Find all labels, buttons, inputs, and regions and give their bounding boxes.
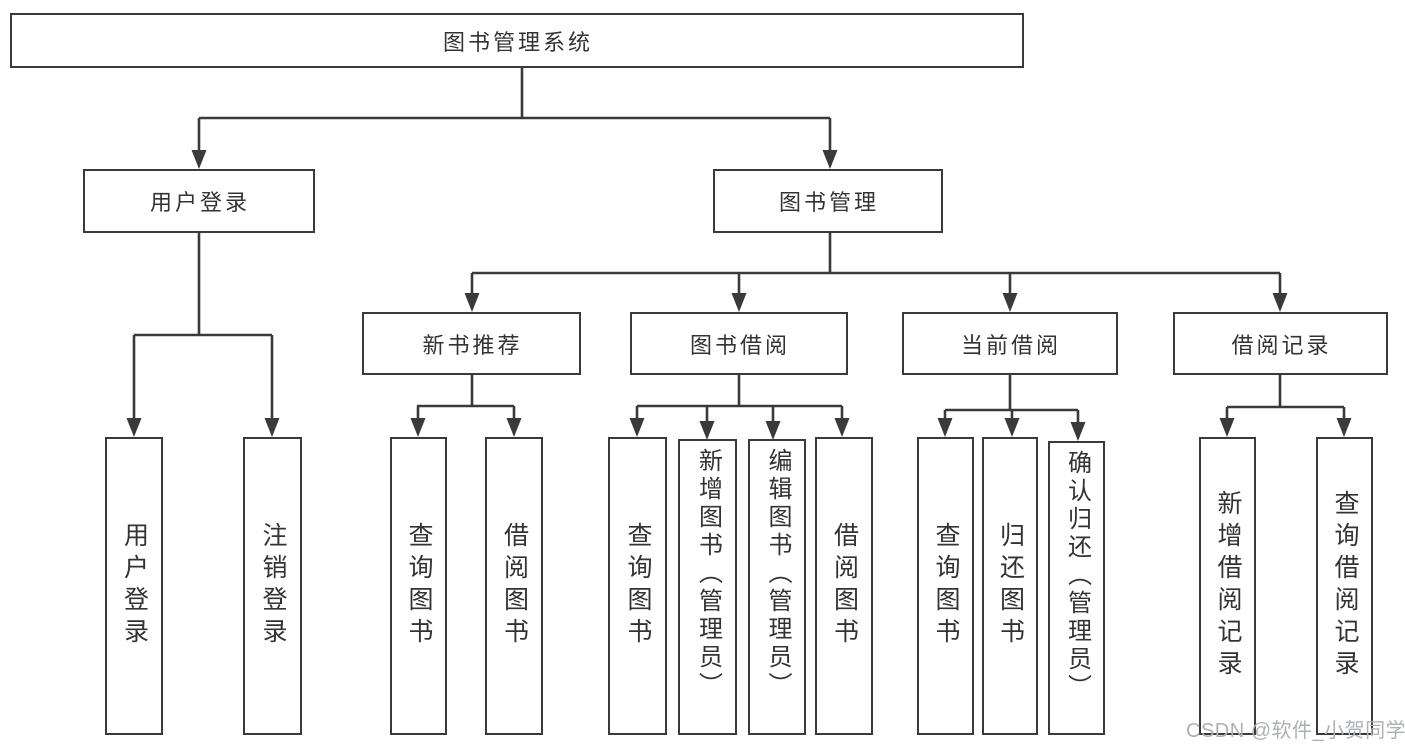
leaf-label: 借阅图书	[500, 522, 529, 650]
node-borrowing-records: 借阅记录	[1173, 312, 1388, 375]
leaf-label: 新增图书（管理员）	[694, 448, 722, 700]
leaf-add-borrow-record: 新增借阅记录	[1199, 437, 1256, 735]
leaf-label: 用户登录	[120, 522, 149, 650]
leaf-label: 新增借阅记录	[1214, 490, 1242, 682]
node-label: 借阅记录	[1231, 332, 1332, 358]
leaf-return-books: 归还图书	[982, 437, 1038, 735]
watermark: CSDN @软件_小贺同学	[1186, 720, 1405, 742]
leaf-user-login: 用户登录	[105, 437, 163, 735]
node-user-login: 用户登录	[83, 169, 315, 233]
node-label: 图书管理系统	[442, 29, 593, 55]
node-label: 图书借阅	[689, 332, 790, 358]
leaf-label: 查询借阅记录	[1331, 490, 1359, 682]
node-label: 用户登录	[149, 190, 250, 215]
leaf-label: 注销登录	[259, 522, 287, 650]
leaf-borrow-books-borrowing: 借阅图书	[815, 437, 873, 735]
leaf-label: 查询图书	[405, 522, 433, 650]
node-label: 新书推荐	[422, 332, 523, 358]
leaf-add-books-admin: 新增图书（管理员）	[678, 439, 737, 735]
node-current-borrowing: 当前借阅	[902, 312, 1118, 375]
leaf-query-books-newbook: 查询图书	[390, 437, 447, 735]
leaf-borrow-books-newbook: 借阅图书	[485, 437, 543, 735]
leaf-logout-login: 注销登录	[243, 437, 302, 735]
leaf-label: 归还图书	[996, 522, 1025, 650]
node-book-management: 图书管理	[713, 169, 943, 233]
leaf-query-books-current: 查询图书	[917, 437, 974, 735]
node-book-borrowing: 图书借阅	[630, 312, 848, 375]
leaf-label: 编辑图书（管理员）	[764, 448, 791, 700]
leaf-label: 查询图书	[624, 522, 652, 650]
leaf-label: 确认归还（管理员）	[1063, 450, 1091, 702]
leaf-label: 借阅图书	[830, 522, 859, 650]
leaf-label: 查询图书	[932, 522, 960, 650]
leaf-query-books-borrowing: 查询图书	[608, 437, 667, 735]
node-label: 图书管理	[778, 190, 879, 215]
leaf-edit-books-admin: 编辑图书（管理员）	[748, 439, 806, 735]
node-new-book-recommendation: 新书推荐	[362, 312, 581, 375]
leaf-confirm-return-admin: 确认归还（管理员）	[1048, 441, 1105, 735]
node-library-management-system: 图书管理系统	[10, 13, 1024, 68]
node-label: 当前借阅	[960, 332, 1061, 358]
leaf-query-borrow-record: 查询借阅记录	[1316, 437, 1373, 735]
